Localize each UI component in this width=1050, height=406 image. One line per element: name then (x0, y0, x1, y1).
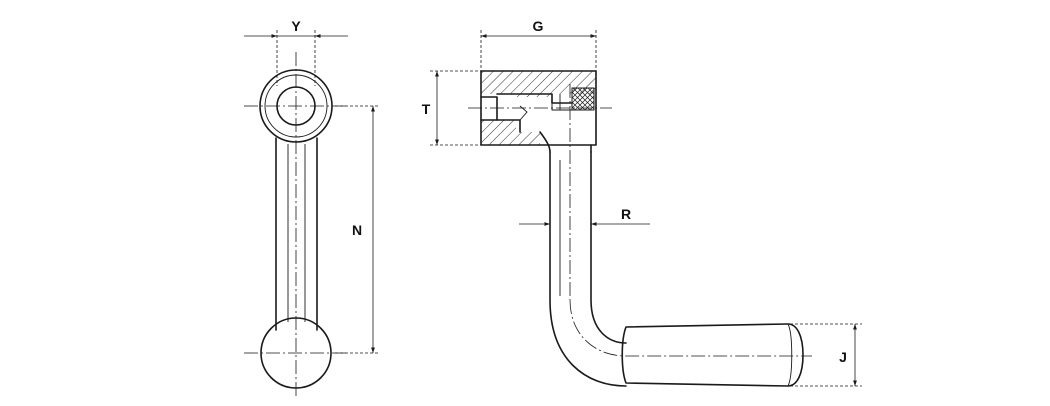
dimension-y-label: Y (291, 18, 301, 34)
dimension-t-label: T (422, 101, 431, 117)
grip-centerline (569, 299, 812, 357)
arm-inner-edge (590, 151, 627, 344)
grip-end-edge (787, 323, 793, 387)
side-view (468, 70, 812, 387)
dimension-r-label: R (621, 206, 631, 222)
grip-handle (621, 323, 804, 387)
dimension-y: Y (244, 18, 348, 86)
dimension-j: J (790, 323, 862, 387)
bore-step (551, 103, 572, 111)
shaft-outer-shoulder (539, 131, 551, 153)
hub-section-hatch-top (481, 71, 596, 97)
dimension-n-label: N (352, 222, 362, 238)
dimension-g: G (480, 18, 597, 71)
dimension-t: T (422, 70, 481, 146)
dimension-g-label: G (533, 18, 544, 34)
hub-insert (571, 87, 595, 111)
hub-slot (480, 96, 498, 121)
front-view (244, 52, 348, 398)
dimension-j-label: J (839, 349, 847, 365)
dimension-n: N (335, 105, 380, 354)
dimension-r: R (519, 206, 650, 226)
bore-top-edge (496, 93, 573, 104)
hub-section-hatch-bottom (481, 120, 540, 145)
arm-outer-edge (549, 151, 627, 387)
